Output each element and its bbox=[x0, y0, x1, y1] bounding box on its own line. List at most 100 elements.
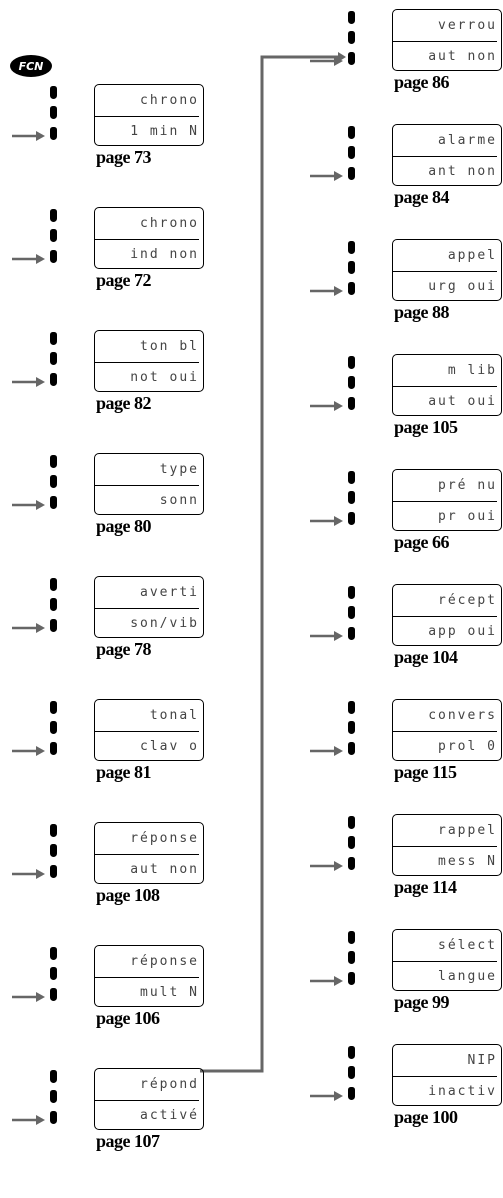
lcd-line-bottom: mult N bbox=[95, 977, 199, 1006]
lcd-line-bottom: aut non bbox=[393, 41, 497, 70]
lcd-line-top: tonal bbox=[149, 708, 199, 723]
menu-step: verrou aut non page 86 bbox=[310, 9, 503, 139]
arrow-icon bbox=[12, 623, 45, 633]
lcd-display: appel urg oui bbox=[392, 239, 502, 301]
lcd-line-top: m lib bbox=[447, 363, 497, 378]
key-icon bbox=[348, 146, 355, 159]
lcd-line-bottom: sonn bbox=[95, 485, 199, 514]
lcd-display: convers prol 0 bbox=[392, 699, 502, 761]
lcd-line-top: NIP bbox=[467, 1053, 497, 1068]
scroll-keys-icon bbox=[338, 239, 360, 301]
page-reference: page 108 bbox=[96, 885, 160, 905]
menu-step: pré nu pr oui page 66 bbox=[310, 469, 503, 599]
lcd-line-bottom: inactiv bbox=[393, 1076, 497, 1105]
lcd-display: rappel mess N bbox=[392, 814, 502, 876]
key-icon bbox=[50, 721, 57, 734]
scroll-keys-icon bbox=[338, 1044, 360, 1106]
menu-step: m lib aut oui page 105 bbox=[310, 354, 503, 484]
lcd-line-top: récept bbox=[438, 593, 497, 608]
lcd-display: pré nu pr oui bbox=[392, 469, 502, 531]
key-icon bbox=[348, 1087, 355, 1100]
lcd-line-bottom: aut oui bbox=[393, 386, 497, 415]
menu-step: sélect langue page 99 bbox=[310, 929, 503, 1059]
key-icon bbox=[348, 241, 355, 254]
key-icon bbox=[50, 844, 57, 857]
lcd-line-bottom: ind non bbox=[95, 239, 199, 268]
key-icon bbox=[50, 332, 57, 345]
lcd-line-bottom: activé bbox=[95, 1100, 199, 1129]
menu-step: NIP inactiv page 100 bbox=[310, 1044, 503, 1174]
page-reference: page 72 bbox=[96, 270, 152, 290]
page-reference: page 105 bbox=[394, 417, 458, 437]
lcd-line-top: rappel bbox=[438, 823, 497, 838]
lcd-line-top: convers bbox=[428, 708, 497, 723]
key-icon bbox=[348, 816, 355, 829]
page-reference: page 99 bbox=[394, 992, 450, 1012]
menu-step: chrono ind non page 72 bbox=[12, 207, 212, 337]
lcd-display: réponse aut non bbox=[94, 822, 204, 884]
page-reference: page 66 bbox=[394, 532, 450, 552]
menu-step: réponse mult N page 106 bbox=[12, 945, 212, 1075]
arrow-icon bbox=[310, 171, 343, 181]
arrow-icon bbox=[310, 56, 343, 66]
lcd-line-bottom: langue bbox=[393, 961, 497, 990]
scroll-keys-icon bbox=[40, 207, 62, 269]
key-icon bbox=[50, 127, 57, 140]
lcd-display: répond activé bbox=[94, 1068, 204, 1130]
key-icon bbox=[50, 988, 57, 1001]
key-icon bbox=[50, 1111, 57, 1124]
key-icon bbox=[50, 701, 57, 714]
lcd-line-bottom: aut non bbox=[95, 854, 199, 883]
key-icon bbox=[348, 52, 355, 65]
key-icon bbox=[348, 512, 355, 525]
key-icon bbox=[50, 352, 57, 365]
arrow-icon bbox=[12, 869, 45, 879]
page-reference: page 80 bbox=[96, 516, 152, 536]
scroll-keys-icon bbox=[338, 814, 360, 876]
menu-step: convers prol 0 page 115 bbox=[310, 699, 503, 829]
key-icon bbox=[50, 209, 57, 222]
lcd-display: chrono 1 min N bbox=[94, 84, 204, 146]
arrow-icon bbox=[310, 516, 343, 526]
lcd-line-bottom: not oui bbox=[95, 362, 199, 391]
arrow-icon bbox=[310, 976, 343, 986]
lcd-line-top: réponse bbox=[130, 954, 199, 969]
key-icon bbox=[348, 627, 355, 640]
key-icon bbox=[348, 397, 355, 410]
key-icon bbox=[348, 491, 355, 504]
lcd-display: réponse mult N bbox=[94, 945, 204, 1007]
scroll-keys-icon bbox=[40, 453, 62, 515]
lcd-line-top: réponse bbox=[130, 831, 199, 846]
key-icon bbox=[50, 619, 57, 632]
menu-step: appel urg oui page 88 bbox=[310, 239, 503, 369]
lcd-display: verrou aut non bbox=[392, 9, 502, 71]
scroll-keys-icon bbox=[40, 84, 62, 146]
key-icon bbox=[348, 1066, 355, 1079]
arrow-icon bbox=[310, 631, 343, 641]
menu-step: type sonn page 80 bbox=[12, 453, 212, 583]
key-icon bbox=[348, 857, 355, 870]
lcd-line-bottom: pr oui bbox=[393, 501, 497, 530]
key-icon bbox=[348, 742, 355, 755]
key-icon bbox=[348, 836, 355, 849]
page-reference: page 84 bbox=[394, 187, 450, 207]
lcd-display: m lib aut oui bbox=[392, 354, 502, 416]
scroll-keys-icon bbox=[40, 699, 62, 761]
lcd-display: tonal clav o bbox=[94, 699, 204, 761]
arrow-icon bbox=[310, 1091, 343, 1101]
key-icon bbox=[50, 967, 57, 980]
page-reference: page 88 bbox=[394, 302, 450, 322]
key-icon bbox=[348, 11, 355, 24]
menu-step: averti son/vib page 78 bbox=[12, 576, 212, 706]
page-reference: page 115 bbox=[394, 762, 457, 782]
lcd-display: NIP inactiv bbox=[392, 1044, 502, 1106]
lcd-display: récept app oui bbox=[392, 584, 502, 646]
key-icon bbox=[348, 126, 355, 139]
lcd-line-bottom: urg oui bbox=[393, 271, 497, 300]
key-icon bbox=[50, 1090, 57, 1103]
arrow-icon bbox=[12, 746, 45, 756]
page-reference: page 100 bbox=[394, 1107, 458, 1127]
lcd-line-top: répond bbox=[140, 1077, 199, 1092]
key-icon bbox=[50, 947, 57, 960]
page-reference: page 86 bbox=[394, 72, 450, 92]
